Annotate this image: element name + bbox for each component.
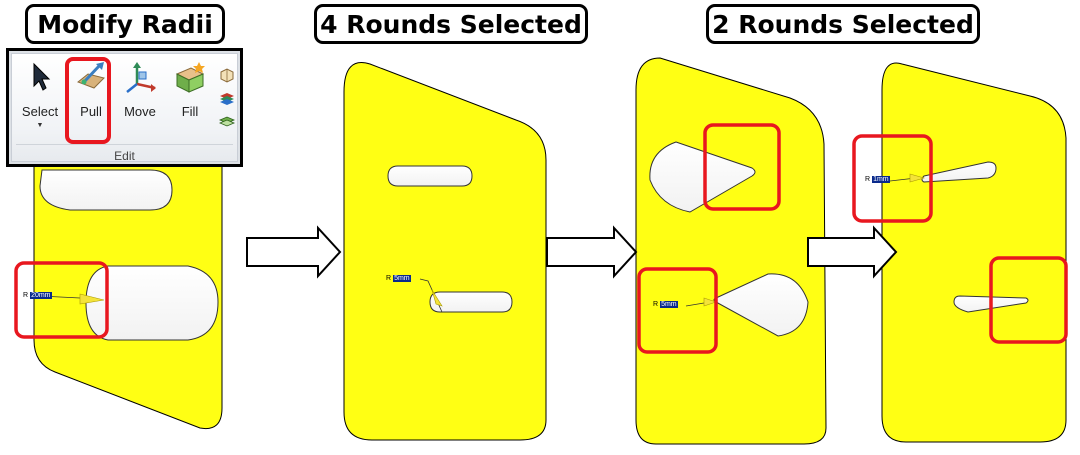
shell-icon[interactable] [218,66,236,84]
fill-tool-button[interactable]: Fill [168,60,212,140]
dropdown-caret-icon[interactable]: ▼ [36,122,44,129]
radius-prefix: R [865,176,871,183]
hole-slot-lower [85,265,219,341]
radius-value[interactable]: 5mm [660,301,678,308]
select-tool-label: Select [21,104,59,119]
pull-icon [77,62,105,89]
hole-slot-upper [39,169,173,211]
move-tool-button[interactable]: Move [118,60,162,140]
highlight-round-panel-4-upper [852,134,933,223]
step-arrow-2 [546,225,638,279]
arrow-cursor-icon [33,62,51,91]
radius-value[interactable]: 20mm [30,292,52,299]
radius-prefix: R [653,301,659,308]
highlight-round-panel-4-lower [989,256,1068,344]
fill-tool-label: Fill [181,104,199,119]
pull-arrow-icon[interactable] [79,293,105,305]
title-two-rounds-selected: 2 Rounds Selected [706,4,980,44]
highlight-pull-tool [65,57,111,144]
part-panel-3 [635,57,827,445]
step-arrow-1 [246,225,342,279]
hole-teardrop-upper [649,141,756,213]
step-arrow-3 [807,225,898,279]
hole-taper-upper [921,161,997,183]
highlight-round-panel-3-lower [637,267,718,354]
part-panel-4 [881,62,1067,443]
edit-group-label: Edit [114,149,135,163]
highlight-round-panel-3-upper [703,123,781,211]
title-modify-radii: Modify Radii [25,4,225,44]
hole-slot-lower [429,291,513,313]
highlight-round-panel-1 [14,261,109,339]
pull-arrow-icon[interactable] [431,289,443,307]
radius-value[interactable]: 1mm [872,176,890,183]
select-tool-button[interactable]: Select ▼ [18,60,62,140]
group-divider [16,144,233,145]
radius-dimension-panel-2[interactable]: R 5mm [386,275,411,282]
part-panel-2 [343,62,547,441]
pull-tool-button[interactable]: Pull [69,60,113,140]
pull-tool-label: Pull [80,104,102,119]
hole-teardrop-lower [713,273,809,337]
move-axes-icon [126,62,156,93]
ribbon-edit-group: Select ▼ Pull [11,53,238,163]
radius-dimension-panel-3[interactable]: R 5mm [653,301,678,308]
pull-arrow-icon[interactable] [909,173,926,183]
title-four-rounds-selected: 4 Rounds Selected [314,4,588,44]
layers-icon[interactable] [218,112,236,130]
radius-dimension-panel-4[interactable]: R 1mm [865,176,890,183]
ribbon-toolbar: Select ▼ Pull [6,48,243,167]
hole-slot-upper [387,165,473,187]
radius-prefix: R [23,292,29,299]
radius-prefix: R [386,275,392,282]
offset-icon[interactable] [218,89,236,107]
fill-icon [175,62,205,93]
move-tool-label: Move [124,104,156,119]
radius-value[interactable]: 5mm [393,275,411,282]
radius-dimension-panel-1[interactable]: R 20mm [23,292,52,299]
pull-arrow-icon[interactable] [703,297,717,307]
